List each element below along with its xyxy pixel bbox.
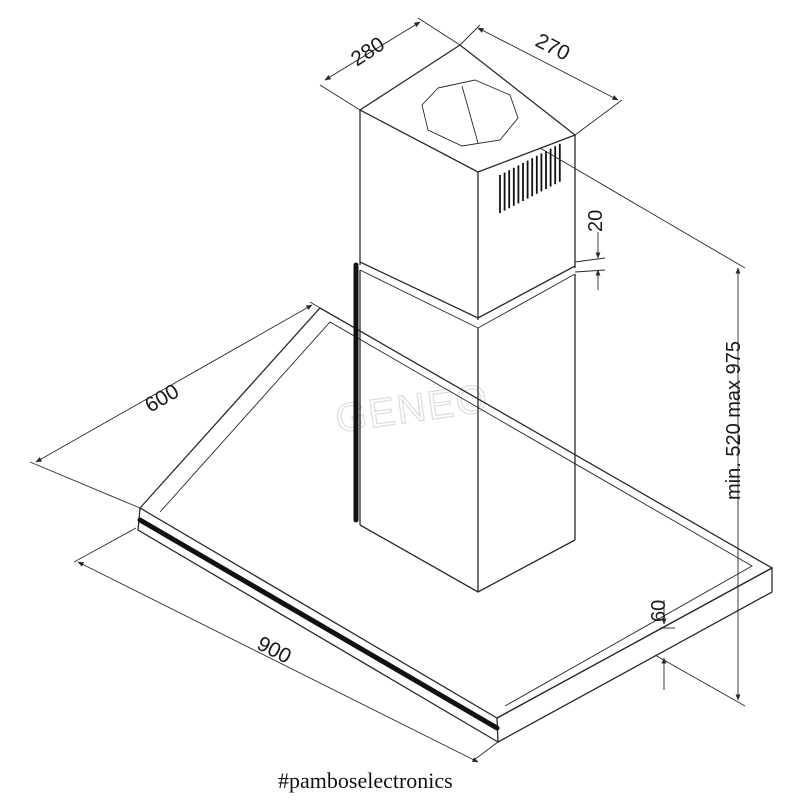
dim-900-ext-b — [473, 741, 499, 761]
dim-280-ext-b — [417, 17, 461, 46]
chimney-top-face — [358, 44, 577, 173]
dim-600-ext-a — [309, 301, 321, 309]
label-chimney-width: 270 — [532, 29, 574, 65]
label-chimney-depth: 280 — [347, 33, 389, 71]
dim-20-ext-b — [574, 269, 606, 273]
dim-20-ext-a — [574, 257, 606, 263]
chimney — [353, 44, 577, 593]
dimension-lines — [29, 17, 746, 763]
chimney-trim-line — [359, 261, 576, 319]
dim-600-line — [35, 304, 313, 463]
dim-270-ext-b — [574, 99, 623, 136]
canopy-side-edge — [496, 566, 773, 743]
label-canopy-thickness: 60 — [648, 600, 670, 622]
dim-900-ext-a — [73, 527, 137, 563]
dim-270-ext-a — [459, 24, 481, 46]
duct-divider — [461, 85, 479, 144]
canopy-accent-strip — [137, 517, 500, 731]
dim-280-ext-a — [319, 84, 361, 111]
label-trim-gap: 20 — [585, 210, 607, 232]
dim-280-line — [324, 21, 421, 81]
canopy — [137, 307, 774, 744]
dim-900-line — [77, 561, 479, 763]
dim-height-ext-top — [539, 147, 746, 269]
chimney-trim-line-lower — [359, 269, 576, 329]
label-canopy-width: 900 — [253, 632, 295, 668]
label-height-range: min. 520 max 975 — [723, 341, 745, 500]
brand-hashtag: #pamboselectronics — [278, 768, 453, 793]
dim-60-ext-b — [654, 654, 746, 707]
dim-600-ext-b — [29, 461, 141, 509]
dim-270-line — [477, 27, 619, 101]
label-canopy-depth: 600 — [141, 380, 183, 417]
chimney-base — [359, 524, 576, 593]
vent-grille — [499, 143, 561, 213]
canopy-top-face — [138, 307, 774, 719]
